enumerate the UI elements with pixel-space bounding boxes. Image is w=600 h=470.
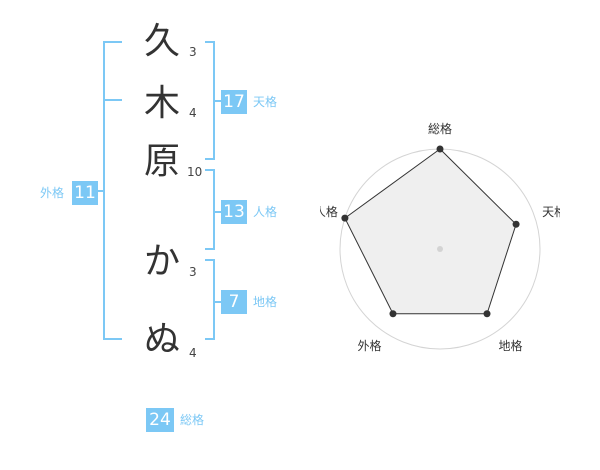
- stroke-count-5: 4: [189, 346, 197, 360]
- stroke-count-3: 10: [187, 165, 203, 179]
- radar-polygon: [344, 148, 517, 315]
- stroke-count-2: 4: [189, 106, 197, 120]
- gaikaku-label: 外格: [40, 186, 65, 200]
- stroke-count-4: 3: [189, 265, 197, 279]
- soukaku-value: 24: [146, 408, 174, 432]
- gaikaku-connector: [97, 190, 103, 192]
- chikaku-connector: [215, 301, 221, 303]
- name-char-1: 久: [143, 21, 180, 62]
- gaikaku-value: 11: [72, 181, 98, 205]
- tenkaku-value: 17: [221, 90, 247, 114]
- radar-axis-label: 天格: [542, 204, 560, 219]
- radar-point: [483, 310, 491, 318]
- soukaku-label: 総格: [180, 413, 205, 427]
- radar-axis-label: 外格: [357, 338, 381, 353]
- jinkaku-bracket: [205, 169, 215, 250]
- tenkaku-bracket: [205, 41, 215, 160]
- radar-axis-label: 総格: [428, 121, 452, 136]
- radar-axis-label: 人格: [320, 204, 338, 219]
- chikaku-label: 地格: [253, 295, 278, 309]
- radar-center: [437, 246, 443, 252]
- jinkaku-value: 13: [221, 200, 247, 224]
- tenkaku-label: 天格: [253, 95, 278, 109]
- radar-chart: 総格天格地格 外格 人格: [320, 121, 560, 353]
- name-char-2: 木: [143, 83, 180, 124]
- radar-point: [512, 220, 520, 228]
- name-char-5: ぬ: [143, 319, 180, 360]
- radar-point: [341, 214, 349, 222]
- chikaku-bracket: [205, 259, 215, 340]
- radar-point: [389, 310, 397, 318]
- name-char-3: 原: [143, 141, 180, 182]
- name-char-4: か: [143, 241, 180, 282]
- tenkaku-connector: [215, 100, 221, 102]
- jinkaku-label: 人格: [253, 205, 278, 219]
- gaikaku-top-inner-tick: [103, 99, 122, 101]
- radar-point: [436, 145, 444, 153]
- gaikaku-bracket: [103, 41, 122, 340]
- chikaku-value: 7: [221, 290, 247, 314]
- stroke-count-1: 3: [189, 45, 197, 59]
- jinkaku-connector: [215, 211, 221, 213]
- radar-axis-label: 地格: [499, 338, 523, 353]
